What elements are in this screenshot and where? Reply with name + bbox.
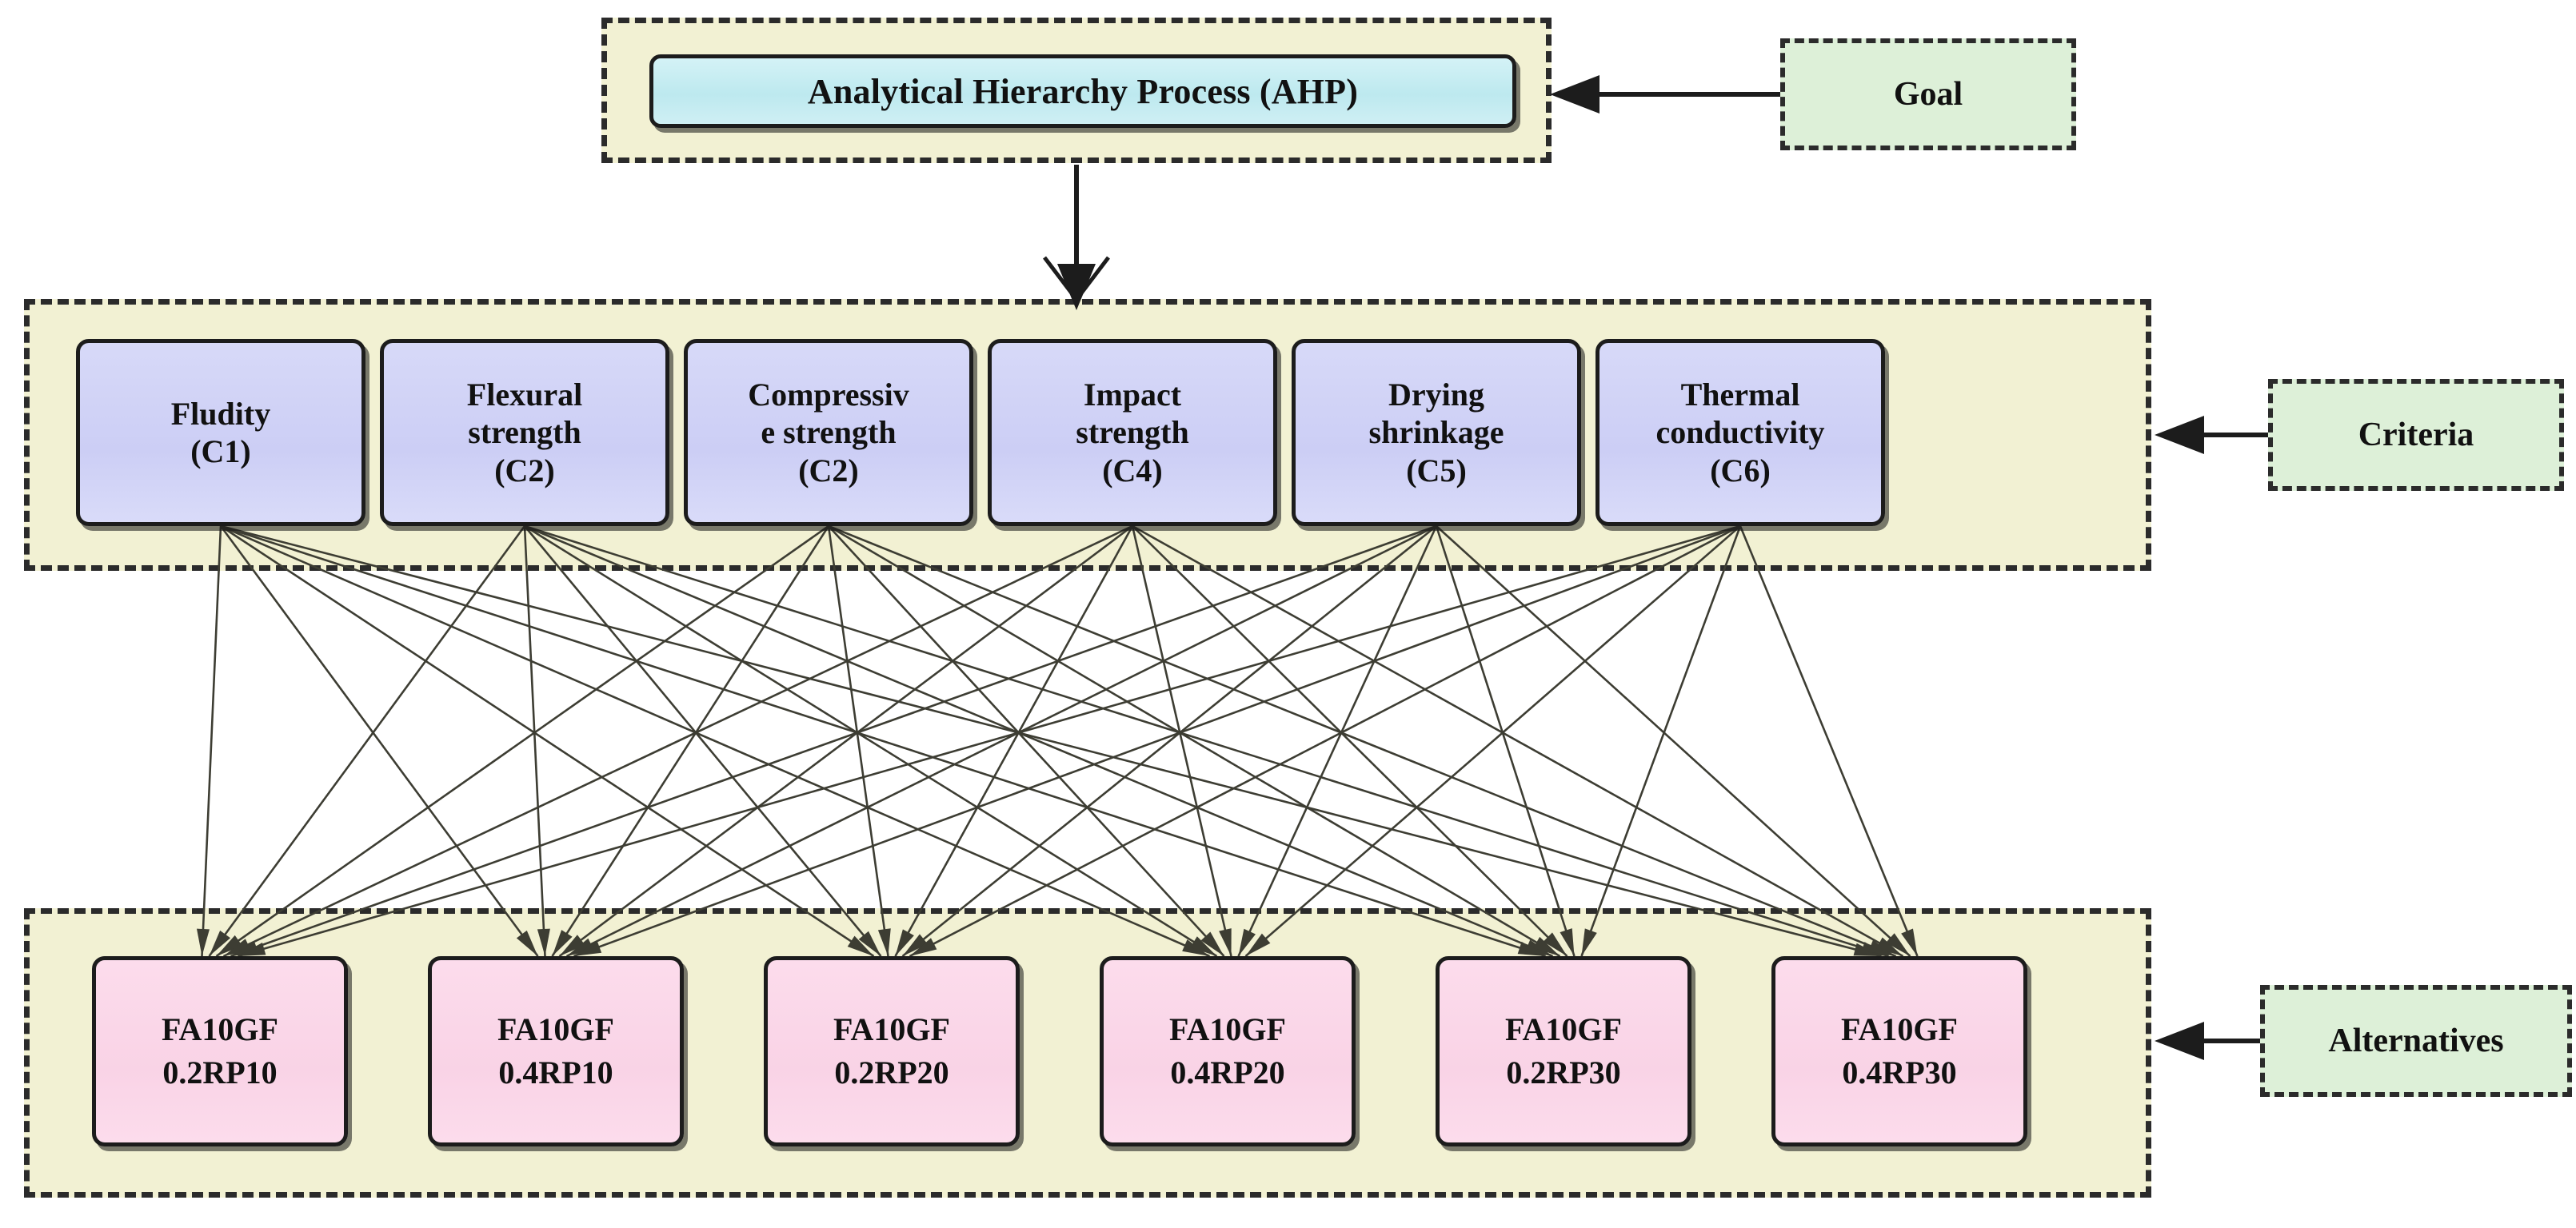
- criteria-label-line3: (C6): [1710, 452, 1771, 488]
- criteria-label-line3: (C2): [798, 452, 859, 488]
- criteria-label-line1: Impact: [1083, 377, 1182, 413]
- arrow-criteria-legend: [2155, 416, 2268, 454]
- criteria-alternative-link: [828, 524, 1561, 958]
- alternative-node-3[interactable]: FA10GF 0.2RP20: [764, 956, 1020, 1146]
- alternative-node-6[interactable]: FA10GF 0.4RP30: [1771, 956, 2027, 1146]
- criteria-alternative-link: [1132, 525, 1568, 957]
- criteria-alternative-link: [238, 524, 1741, 958]
- criteria-label-line1: Flexural: [466, 377, 583, 413]
- criteria-alternative-link: [828, 524, 1896, 958]
- alternative-label-line1: FA10GF: [833, 1011, 950, 1047]
- criteria-label-line3: (C1): [190, 433, 251, 469]
- alternative-label-line2: 0.4RP30: [1842, 1055, 1957, 1090]
- criteria-alternative-link: [828, 525, 1225, 957]
- criteria-alternative-link: [524, 524, 1218, 958]
- criteria-alternative-link: [220, 524, 1211, 958]
- criteria-alternative-link: [894, 525, 1134, 957]
- criteria-alternative-link: [220, 524, 1882, 958]
- criteria-label-line3: (C4): [1102, 452, 1163, 488]
- legend-criteria: Criteria: [2268, 379, 2564, 491]
- alternative-node-4[interactable]: FA10GF 0.4RP20: [1100, 956, 1356, 1146]
- criteria-label-line1: Compressiv: [748, 377, 909, 413]
- alternative-label-line2: 0.2RP30: [1506, 1055, 1621, 1090]
- criteria-node-c2-flexural[interactable]: Flexural strength (C2): [380, 339, 669, 526]
- alternative-label-line2: 0.4RP10: [498, 1055, 613, 1090]
- arrow-goal-to-criteria: [1043, 165, 1110, 310]
- alternative-label-line2: 0.4RP20: [1170, 1055, 1285, 1090]
- criteria-alternative-link: [523, 525, 546, 957]
- criteria-alternative-link: [220, 524, 1546, 958]
- criteria-label-line3: (C5): [1406, 452, 1467, 488]
- criteria-alternative-link: [1237, 525, 1438, 957]
- criteria-alternative-link: [1244, 525, 1741, 957]
- criteria-alternative-link: [1580, 525, 1742, 957]
- criteria-alternative-link: [222, 524, 1133, 958]
- alternative-label-line1: FA10GF: [1505, 1011, 1622, 1047]
- criteria-label-line2: conductivity: [1655, 414, 1825, 451]
- criteria-node-c4[interactable]: Impact strength (C4): [988, 339, 1277, 526]
- criteria-label-line2: strength: [468, 414, 581, 451]
- criteria-label-line1: Thermal: [1680, 377, 1800, 413]
- legend-goal: Goal: [1780, 38, 2076, 150]
- arrow-goal-legend: [1550, 75, 1780, 114]
- criteria-node-c5[interactable]: Drying shrinkage (C5): [1292, 339, 1581, 526]
- criteria-alternative-link: [1435, 525, 1576, 957]
- alternative-label-line2: 0.2RP20: [834, 1055, 949, 1090]
- criteria-alternative-link: [524, 524, 1889, 958]
- alternative-node-5[interactable]: FA10GF 0.2RP30: [1436, 956, 1691, 1146]
- criteria-alternative-link: [901, 524, 1437, 958]
- criteria-alternative-link: [558, 524, 1133, 958]
- alternative-label-line1: FA10GF: [1169, 1011, 1286, 1047]
- criteria-alternative-link: [1436, 525, 1911, 957]
- criteria-node-c2-compressive[interactable]: Compressiv e strength (C2): [684, 339, 973, 526]
- alternative-label-line1: FA10GF: [162, 1011, 278, 1047]
- criteria-node-c6[interactable]: Thermal conductivity (C6): [1596, 339, 1885, 526]
- criteria-alternative-link: [220, 524, 875, 958]
- criteria-alternative-link: [827, 525, 889, 957]
- criteria-alternative-link: [1132, 524, 1904, 958]
- criteria-label-line2: shrinkage: [1368, 414, 1504, 451]
- criteria-label-line3: (C2): [494, 452, 555, 488]
- alternative-label-line1: FA10GF: [497, 1011, 614, 1047]
- alternative-node-2[interactable]: FA10GF 0.4RP10: [428, 956, 684, 1146]
- alternative-label-line1: FA10GF: [1841, 1011, 1958, 1047]
- criteria-label-line2: e strength: [761, 414, 897, 451]
- criteria-alternative-link: [230, 524, 1437, 958]
- criteria-alternative-link: [524, 524, 1554, 958]
- criteria-alternative-link: [219, 525, 539, 957]
- criteria-label-line1: Drying: [1388, 377, 1484, 413]
- criteria-alternative-link: [551, 525, 830, 957]
- criteria-alternative-link: [573, 524, 1741, 958]
- legend-alternatives: Alternatives: [2260, 985, 2572, 1097]
- criteria-label-line1: Fludity: [170, 395, 271, 432]
- criteria-node-c1[interactable]: Fludity (C1): [76, 339, 365, 526]
- arrow-alternatives-legend: [2155, 1022, 2260, 1060]
- goal-node-ahp[interactable]: Analytical Hierarchy Process (AHP): [649, 54, 1516, 128]
- criteria-alternative-link: [1131, 525, 1232, 957]
- criteria-alternative-link: [1739, 525, 1919, 957]
- criteria-alternative-link: [201, 525, 222, 957]
- criteria-label-line2: strength: [1076, 414, 1189, 451]
- criteria-alternative-link: [215, 524, 829, 958]
- criteria-alternative-link: [523, 525, 882, 957]
- alternative-node-1[interactable]: FA10GF 0.2RP10: [92, 956, 348, 1146]
- criteria-alternative-link: [909, 524, 1741, 958]
- alternative-label-line2: 0.2RP10: [162, 1055, 278, 1090]
- criteria-alternative-link: [565, 524, 1437, 958]
- criteria-alternative-link: [208, 525, 526, 957]
